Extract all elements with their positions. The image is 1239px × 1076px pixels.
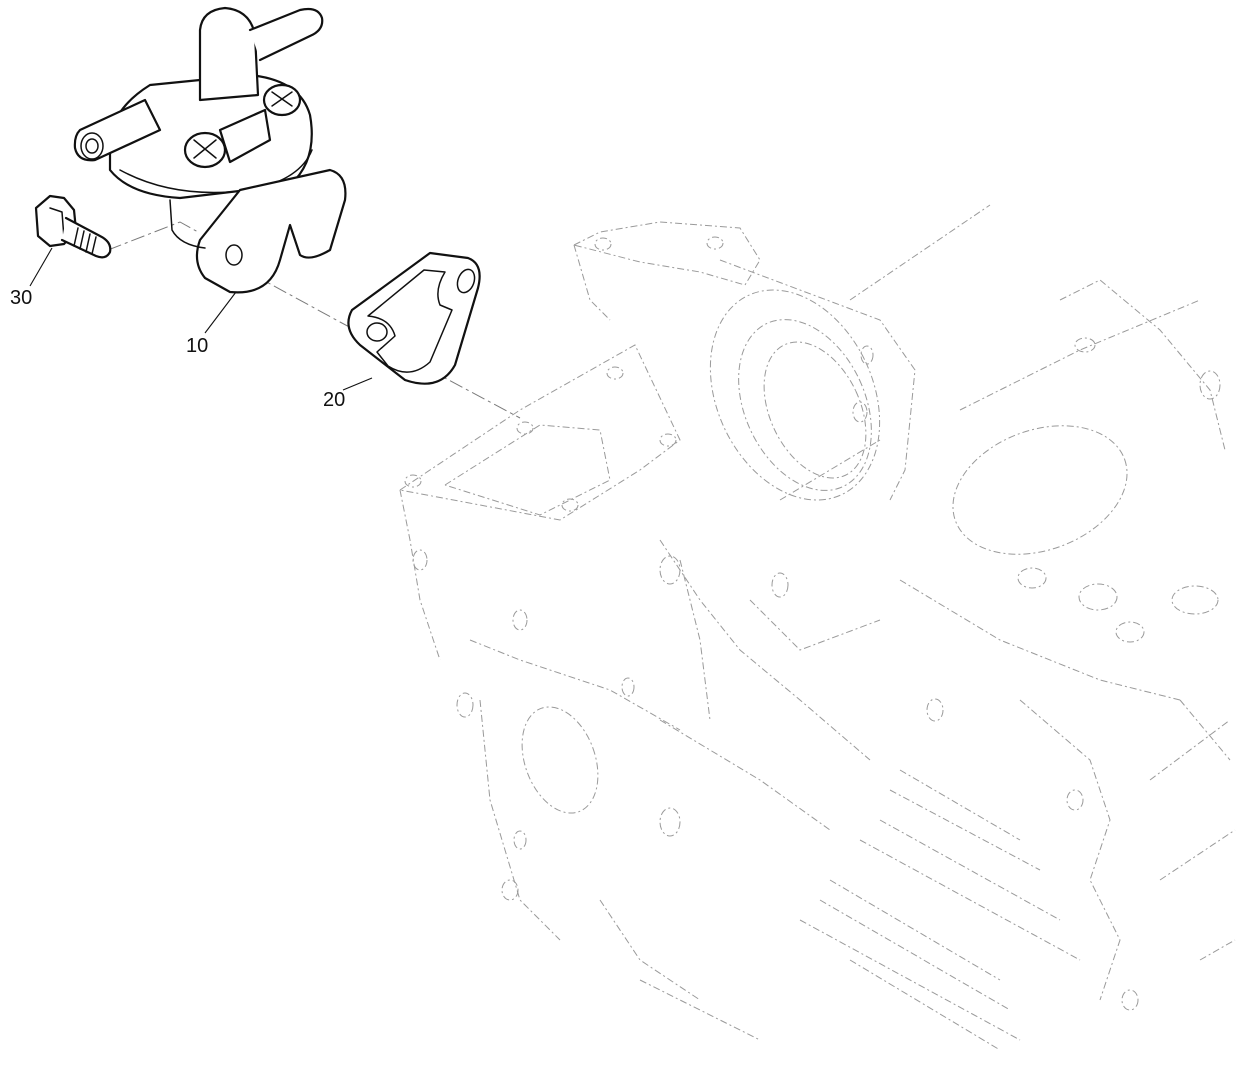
fuel-pump-part xyxy=(73,6,347,294)
leader-10 xyxy=(204,291,237,334)
leader-30 xyxy=(29,247,53,287)
callout-10: 10 xyxy=(186,335,209,357)
callout-30: 30 xyxy=(10,287,33,309)
engine-block-phantom xyxy=(398,204,1236,1051)
assembly-center-line xyxy=(107,221,521,419)
leader-20 xyxy=(342,377,373,391)
callout-20: 20 xyxy=(323,389,346,411)
bolt-part xyxy=(34,194,112,259)
gasket-part xyxy=(347,251,481,385)
